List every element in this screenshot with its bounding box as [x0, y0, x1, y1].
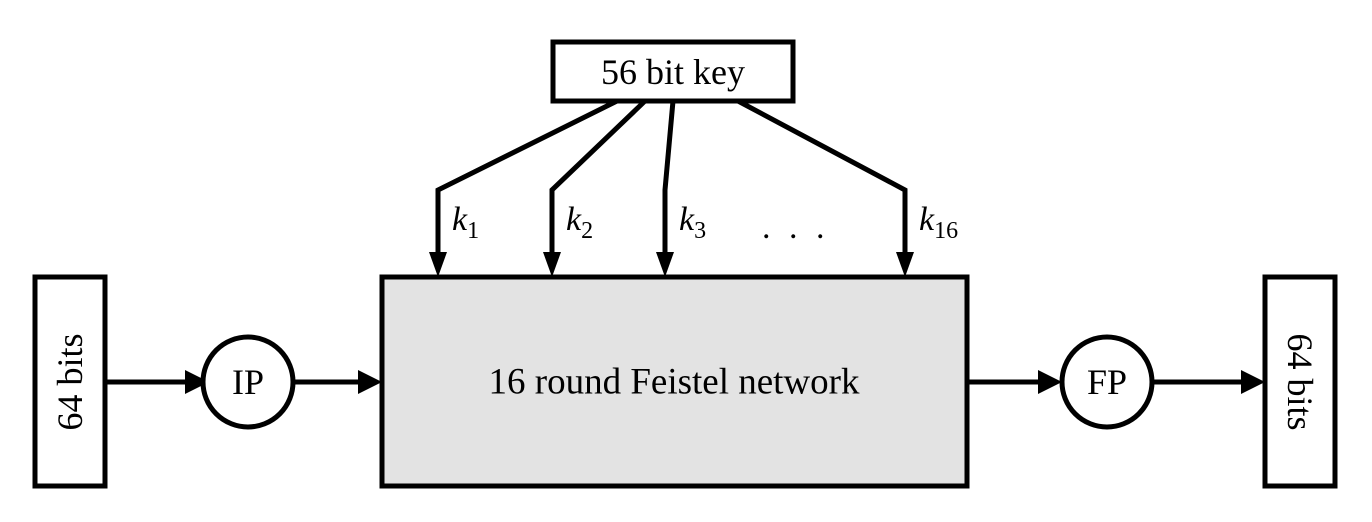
arrow-feistel-to-fp	[967, 370, 1062, 394]
arrowhead-fp-to-output-icon	[1241, 370, 1265, 394]
round-key-label-k16: k16	[919, 201, 958, 244]
key-line-k2	[549, 99, 647, 262]
round-key-label-k1: k1	[452, 201, 479, 244]
key-block-group[interactable]: 56 bit key	[550, 39, 796, 104]
key-block-label: 56 bit key	[601, 52, 745, 92]
arrow-input-to-ip	[105, 370, 209, 394]
round-key-sub-k3: 3	[694, 218, 706, 244]
arrowhead-input-to-ip-icon	[185, 370, 209, 394]
key-line-k1	[435, 98, 619, 262]
arrow-fp-to-output	[1152, 370, 1265, 394]
round-key-sub-k2: 2	[581, 218, 593, 244]
output-block-label: 64 bits	[1280, 333, 1320, 430]
feistel-network-label: 16 round Feistel network	[489, 362, 860, 403]
feistel-network-group[interactable]: 16 round Feistel network	[379, 274, 970, 489]
output-block-group[interactable]: 64 bits	[1262, 274, 1338, 489]
round-key-label-k2: k2	[566, 201, 593, 244]
input-block-rect[interactable]	[32, 274, 108, 489]
key-fanout-lines	[435, 98, 908, 262]
final-permutation-group[interactable]: FP	[1059, 334, 1155, 430]
initial-permutation-group[interactable]: IP	[200, 334, 296, 430]
final-permutation-label: FP	[1087, 362, 1127, 402]
key-arrowheads	[429, 252, 914, 277]
arrowhead-ip-to-feistel-icon	[358, 370, 382, 394]
round-key-sub-k16: 16	[934, 218, 958, 244]
input-block-group[interactable]: 64 bits	[32, 274, 108, 489]
round-key-base-k2: k	[566, 201, 582, 238]
arrowhead-k1-icon	[429, 252, 447, 277]
arrowhead-feistel-to-fp-icon	[1038, 370, 1062, 394]
initial-permutation-label: IP	[232, 362, 264, 402]
arrowhead-k2-icon	[543, 252, 561, 277]
key-line-k3	[662, 100, 676, 262]
round-key-sub-k1: 1	[467, 218, 479, 244]
round-key-labels: k1 k2 k3 k16 . . .	[452, 201, 958, 246]
round-key-label-k3: k3	[679, 201, 706, 244]
key-line-k16	[736, 98, 908, 262]
round-key-base-k16: k	[919, 201, 935, 238]
feistel-network-rect[interactable]	[379, 274, 970, 489]
arrowhead-k16-icon	[896, 252, 914, 277]
round-key-base-k1: k	[452, 201, 468, 238]
round-key-base-k3: k	[679, 201, 695, 238]
arrow-ip-to-feistel	[293, 370, 382, 394]
round-key-ellipsis: . . .	[762, 209, 830, 246]
output-block-rect[interactable]	[1262, 274, 1338, 489]
input-block-label: 64 bits	[50, 333, 90, 430]
arrowhead-k3-icon	[656, 252, 674, 277]
